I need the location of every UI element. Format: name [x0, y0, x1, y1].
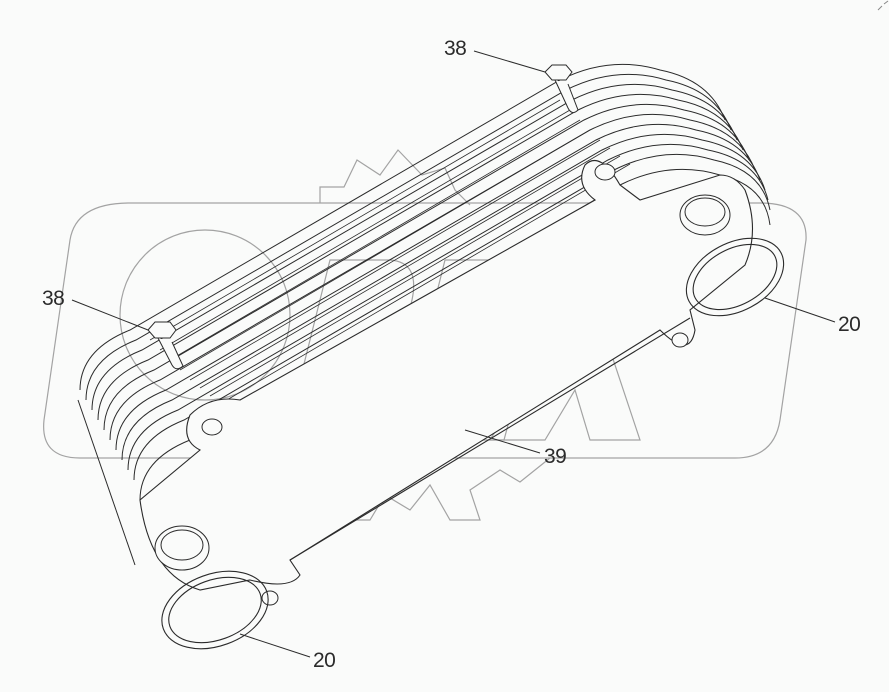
cooler-fins	[77, 63, 771, 566]
callout-38-left: 38	[42, 287, 65, 310]
mounting-ears	[201, 163, 689, 606]
callout-20-right: 20	[838, 313, 861, 336]
threaded-ports	[154, 194, 731, 571]
corner-mark	[877, 0, 889, 11]
base-plate	[139, 160, 753, 591]
bolts	[147, 64, 579, 370]
o-rings	[161, 237, 785, 650]
leader-lines	[71, 50, 836, 658]
callout-39: 39	[544, 445, 567, 468]
cooler-top-grooves	[149, 99, 631, 405]
callout-20-bottom: 20	[313, 649, 336, 672]
callout-38-top: 38	[444, 37, 467, 60]
